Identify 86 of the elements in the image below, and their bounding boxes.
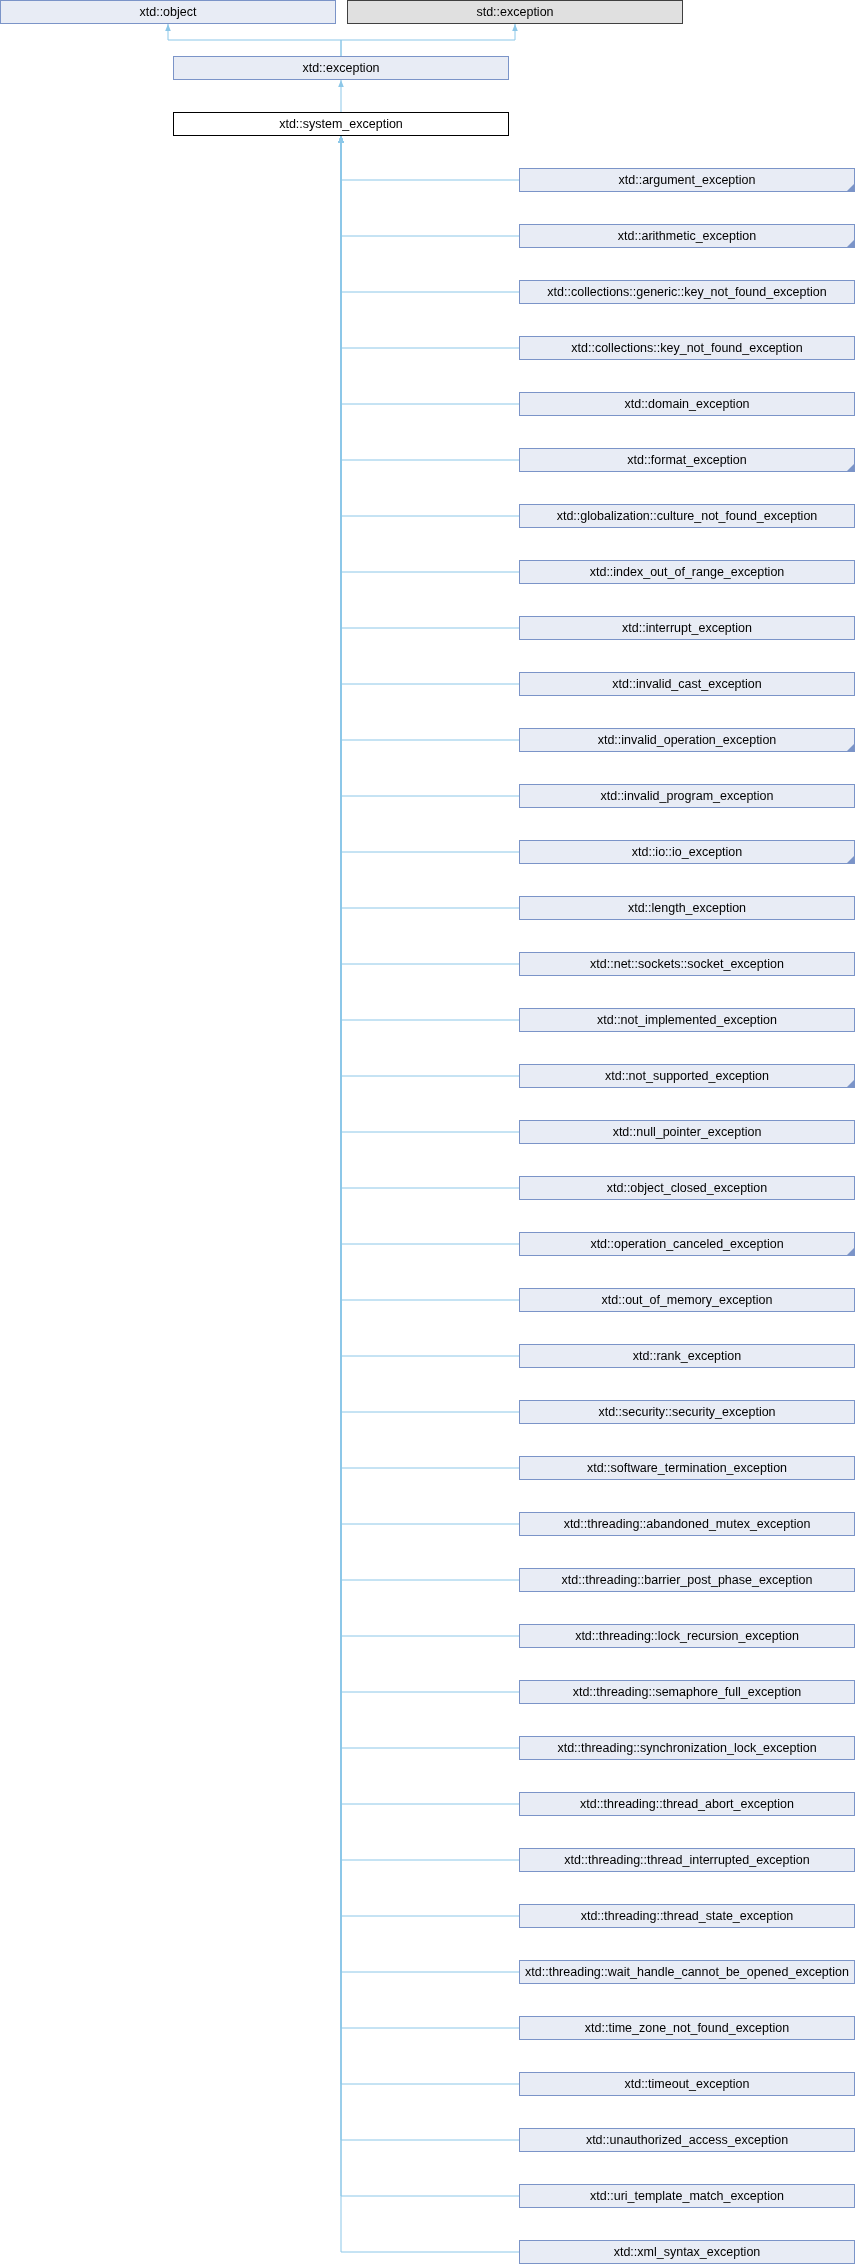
class-name: xtd::null_pointer_exception bbox=[612, 1125, 762, 1139]
class-name: xtd::security::security_exception bbox=[598, 1405, 776, 1419]
class-name: xtd::object_closed_exception bbox=[606, 1181, 768, 1195]
class-box bbox=[519, 784, 855, 808]
class-name: xtd::threading::barrier_post_phase_exception bbox=[561, 1573, 813, 1587]
class-name: xtd::interrupt_exception bbox=[622, 621, 752, 635]
class-box bbox=[519, 1344, 855, 1368]
class-box bbox=[519, 1680, 855, 1704]
class-name: xtd::threading::thread_abort_exception bbox=[579, 1797, 794, 1811]
class-box bbox=[347, 0, 683, 24]
class-box bbox=[519, 1624, 855, 1648]
class-name: xtd::invalid_cast_exception bbox=[612, 677, 762, 691]
class-box bbox=[519, 1176, 855, 1200]
class-name: xtd::threading::semaphore_full_exception bbox=[572, 1685, 802, 1699]
class-box bbox=[519, 2072, 855, 2096]
class-name: xtd::timeout_exception bbox=[624, 2077, 750, 2091]
class-box bbox=[519, 336, 855, 360]
class-box bbox=[519, 1512, 855, 1536]
class-name: xtd::collections::generic::key_not_found_exception bbox=[547, 285, 827, 299]
class-name: xtd::format_exception bbox=[627, 453, 747, 467]
class-box bbox=[519, 840, 855, 864]
class-box bbox=[519, 728, 855, 752]
class-name: xtd::collections::key_not_found_exception bbox=[571, 341, 803, 355]
class-name: xtd::threading::synchronization_lock_exception bbox=[557, 1741, 817, 1755]
class-name: xtd::xml_syntax_exception bbox=[613, 2245, 761, 2259]
class-name: xtd::uri_template_match_exception bbox=[590, 2189, 784, 2203]
class-name: xtd::exception bbox=[302, 61, 380, 75]
class-name: xtd::argument_exception bbox=[618, 173, 756, 187]
class-box bbox=[519, 1792, 855, 1816]
class-box bbox=[519, 224, 855, 248]
class-box bbox=[0, 0, 336, 24]
class-name: xtd::length_exception bbox=[627, 901, 747, 915]
class-box bbox=[519, 560, 855, 584]
class-box bbox=[519, 1736, 855, 1760]
class-name: xtd::operation_canceled_exception bbox=[590, 1237, 784, 1251]
class-box bbox=[519, 448, 855, 472]
class-box bbox=[519, 1288, 855, 1312]
class-box bbox=[519, 616, 855, 640]
class-box bbox=[519, 1960, 855, 1984]
class-name: xtd::threading::abandoned_mutex_exception bbox=[563, 1517, 811, 1531]
class-box bbox=[519, 896, 855, 920]
class-name: xtd::system_exception bbox=[279, 117, 403, 131]
class-name: xtd::rank_exception bbox=[632, 1349, 742, 1363]
class-box bbox=[519, 2184, 855, 2208]
class-name: xtd::software_termination_exception bbox=[586, 1461, 788, 1475]
class-box bbox=[519, 1568, 855, 1592]
inheritance-arrow bbox=[340, 23, 518, 57]
class-name: xtd::invalid_operation_exception bbox=[597, 733, 777, 747]
class-box bbox=[519, 280, 855, 304]
class-name: xtd::not_implemented_exception bbox=[597, 1013, 777, 1027]
class-box bbox=[519, 1232, 855, 1256]
class-name: xtd::domain_exception bbox=[624, 397, 750, 411]
class-box bbox=[519, 2128, 855, 2152]
class-name: xtd::io::io_exception bbox=[631, 845, 743, 859]
class-name: xtd::threading::wait_handle_cannot_be_opened_exception bbox=[525, 1965, 849, 1979]
class-box bbox=[519, 392, 855, 416]
class-box bbox=[519, 168, 855, 192]
class-box bbox=[519, 2240, 855, 2264]
class-name: xtd::arithmetic_exception bbox=[617, 229, 757, 243]
class-name: std::exception bbox=[476, 5, 554, 19]
class-name: xtd::not_supported_exception bbox=[605, 1069, 769, 1083]
class-box bbox=[519, 1456, 855, 1480]
class-name: xtd::invalid_program_exception bbox=[600, 789, 774, 803]
class-name: xtd::unauthorized_access_exception bbox=[585, 2133, 789, 2147]
class-box bbox=[519, 2016, 855, 2040]
class-box bbox=[519, 952, 855, 976]
class-name: xtd::object bbox=[139, 5, 197, 19]
class-name: xtd::threading::lock_recursion_exception bbox=[575, 1629, 799, 1643]
class-name: xtd::out_of_memory_exception bbox=[601, 1293, 773, 1307]
class-name: xtd::threading::thread_interrupted_exception bbox=[564, 1853, 810, 1867]
inheritance-arrow bbox=[338, 79, 344, 113]
class-name: xtd::time_zone_not_found_exception bbox=[584, 2021, 790, 2035]
class-name: xtd::index_out_of_range_exception bbox=[589, 565, 785, 579]
class-box bbox=[519, 1848, 855, 1872]
class-box bbox=[519, 504, 855, 528]
class-box bbox=[519, 1904, 855, 1928]
class-box bbox=[173, 56, 509, 80]
class-box bbox=[519, 672, 855, 696]
class-box bbox=[519, 1400, 855, 1424]
class-box bbox=[519, 1120, 855, 1144]
class-name: xtd::net::sockets::socket_exception bbox=[590, 957, 784, 971]
class-box bbox=[173, 112, 509, 136]
class-box bbox=[519, 1064, 855, 1088]
class-name: xtd::threading::thread_state_exception bbox=[580, 1909, 794, 1923]
class-box bbox=[519, 1008, 855, 1032]
class-name: xtd::globalization::culture_not_found_exception bbox=[556, 509, 818, 523]
